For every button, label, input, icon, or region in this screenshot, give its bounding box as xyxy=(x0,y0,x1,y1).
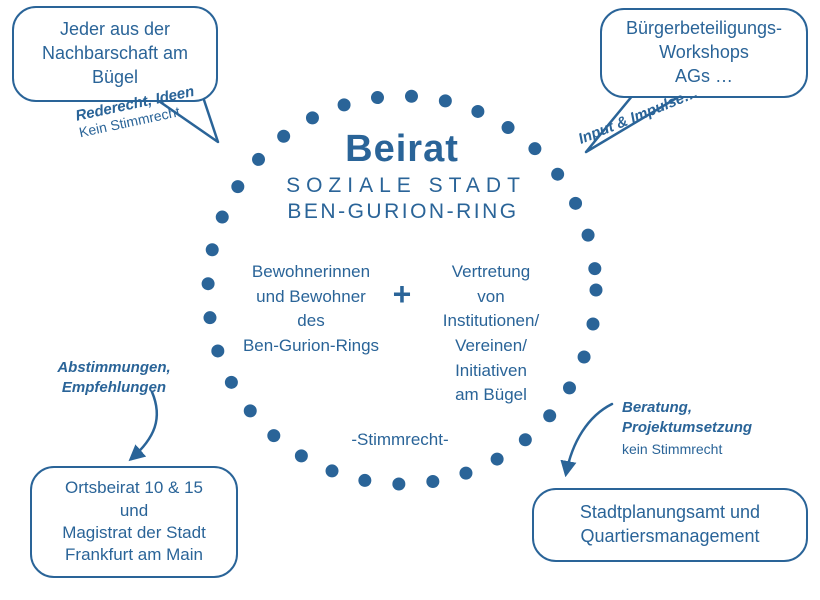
circle-subtitle-soziale-stadt: SOZIALE STADT xyxy=(286,174,526,197)
dotted-circle xyxy=(201,89,603,491)
group-residents: Bewohnerinnen und Bewohner des Ben-Gurio… xyxy=(242,262,380,355)
bottom-left-annotation: Abstimmungen, Empfehlungen xyxy=(57,359,171,397)
bottom-right-annotation-secondary: kein Stimmrecht xyxy=(622,440,723,457)
bubble-stadtplanungsamt: Stadtplanungsamt und Quartiersmanagement xyxy=(532,488,808,562)
bottom-right-arrow xyxy=(560,402,614,478)
bubble-ortsbeirat-magistrat: Ortsbeirat 10 & 15 und Magistrat der Sta… xyxy=(30,466,238,578)
bubble-workshops: Bürgerbeteiligungs- Workshops AGs … xyxy=(600,8,808,98)
plus-sign: + xyxy=(392,276,412,312)
circle-title: Beirat xyxy=(345,128,459,170)
group-institutions: Vertretung von Institutionen/ Vereinen/ … xyxy=(442,262,540,405)
bottom-right-annotation: Beratung, Projektumsetzung kein Stimmrec… xyxy=(622,398,752,457)
voting-right-note: -Stimmrecht- xyxy=(351,430,449,449)
bottom-left-arrow xyxy=(128,390,159,462)
circle-subtitle-ben-gurion-ring: BEN-GURION-RING xyxy=(287,200,519,223)
bottom-right-annotation-primary: Beratung, Projektumsetzung xyxy=(622,399,753,437)
bubble-neighbourhood: Jeder aus der Nachbarschaft am Bügel xyxy=(12,6,218,102)
